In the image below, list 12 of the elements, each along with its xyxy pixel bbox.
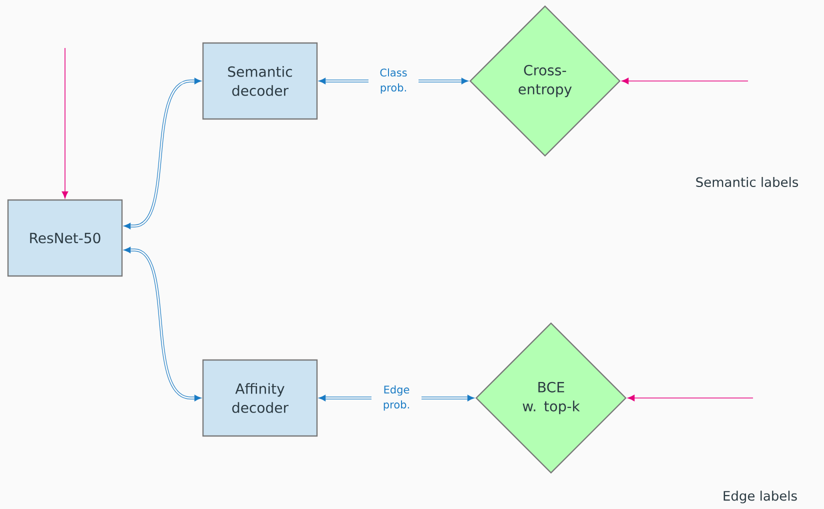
arrow <box>123 78 202 230</box>
edge-label: Edge prob. <box>372 382 422 414</box>
arrow <box>62 48 68 198</box>
process-box: Semantic decoder <box>202 42 318 120</box>
text-label: Edge labels <box>724 490 797 504</box>
process-box: ResNet-50 <box>7 199 123 277</box>
arrow <box>628 394 754 402</box>
process-box: Affinity decoder <box>202 359 318 437</box>
arrow <box>622 78 748 84</box>
text-label: Semantic labels <box>696 176 798 188</box>
edge-label: Class prob. <box>368 65 418 97</box>
arrow <box>123 246 202 402</box>
